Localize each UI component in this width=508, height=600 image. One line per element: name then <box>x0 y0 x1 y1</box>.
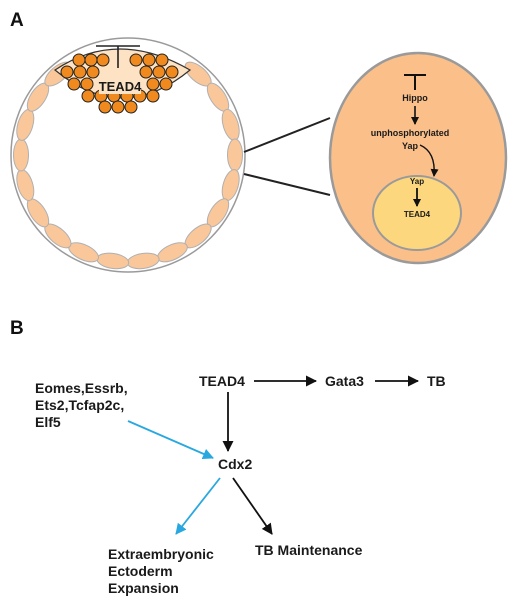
tb-node: TB <box>427 373 446 389</box>
cdx2-to-extraembryonic-arrow <box>175 477 221 535</box>
extraembryonic-line-1: Extraembryonic <box>108 546 214 562</box>
trophectoderm-cell <box>13 138 29 172</box>
hippo-label: Hippo <box>402 93 428 103</box>
icm-cell <box>72 53 86 67</box>
yap-cytoplasm-label: Yap <box>402 141 419 151</box>
icm-label-bg <box>99 78 141 94</box>
zoom-line-bottom <box>243 173 331 196</box>
icm-cell <box>159 77 173 91</box>
nucleus <box>372 175 462 251</box>
icm-cell <box>142 53 156 67</box>
icm-cell <box>146 77 160 91</box>
icm-cell <box>139 65 153 79</box>
icm-cell <box>73 65 87 79</box>
icm-cell <box>111 100 125 114</box>
panel-b-label: B <box>10 318 24 339</box>
yap-nuclear-entry-arrow <box>419 144 439 177</box>
icm-cells <box>60 53 179 114</box>
icm-cell <box>165 65 179 79</box>
icm-cell <box>84 53 98 67</box>
trophectoderm-cell <box>227 138 243 172</box>
tfs-to-cdx2-arrow <box>127 420 214 460</box>
icm-cell <box>98 100 112 114</box>
cdx2-to-tb-maintenance-arrow <box>232 477 273 535</box>
zoom-line-top <box>243 117 331 153</box>
icm-cell <box>60 65 74 79</box>
panel-a-label: A <box>10 10 24 31</box>
unphosphorylated-label: unphosphorylated <box>371 128 450 138</box>
extraembryonic-line-2: Ectoderm <box>108 563 173 579</box>
tf-line-1: Eomes,Essrb, <box>35 380 128 396</box>
icm-cell <box>81 89 95 103</box>
icm-cell <box>146 89 160 103</box>
icm-cell <box>124 100 138 114</box>
extraembryonic-line-3: Expansion <box>108 580 179 596</box>
cdx2-node: Cdx2 <box>218 456 252 472</box>
gata3-node: Gata3 <box>325 373 364 389</box>
blastocyst: TEAD4 <box>10 37 246 273</box>
yap-nucleus-label: Yap <box>410 177 424 186</box>
nucleus-tead4-label: TEAD4 <box>404 210 431 219</box>
icm-cell <box>152 65 166 79</box>
icm-cell <box>129 53 143 67</box>
icm-cell <box>80 77 94 91</box>
inset-cell: Hippo unphosphorylated Yap Yap TEAD4 <box>328 51 508 265</box>
tf-line-3: Elf5 <box>35 414 61 430</box>
blastocyst-outline <box>10 37 246 273</box>
icm-cell <box>67 77 81 91</box>
icm-cell <box>96 53 110 67</box>
icm-tead4-label: TEAD4 <box>99 79 142 94</box>
icm-cell <box>86 65 100 79</box>
icm-cell <box>155 53 169 67</box>
tf-line-2: Ets2,Tcfap2c, <box>35 397 124 413</box>
tead4-node: TEAD4 <box>199 373 245 389</box>
tb-maintenance-node: TB Maintenance <box>255 542 363 558</box>
trophectoderm-cells <box>13 61 243 270</box>
